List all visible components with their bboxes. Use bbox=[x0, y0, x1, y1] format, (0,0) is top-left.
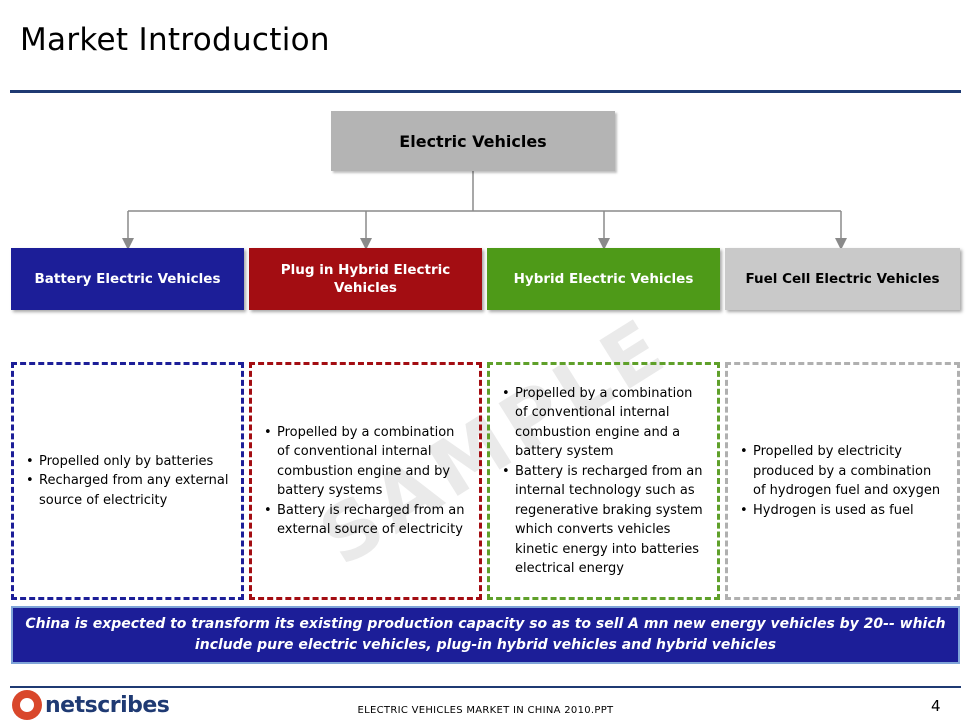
logo-mark-icon bbox=[12, 690, 42, 720]
root-node-electric-vehicles: Electric Vehicles bbox=[331, 111, 615, 171]
summary-banner: China is expected to transform its exist… bbox=[11, 606, 960, 664]
description-hybrid-electric: Propelled by a combination of convention… bbox=[487, 362, 720, 600]
description-battery-electric: Propelled only by batteries Recharged fr… bbox=[11, 362, 244, 600]
bullet-item: Propelled by a combination of convention… bbox=[502, 384, 707, 462]
bullet-item: Hydrogen is used as fuel bbox=[740, 501, 947, 521]
summary-text: China is expected to transform its exist… bbox=[25, 616, 946, 653]
bullet-item: Propelled by electricity produced by a c… bbox=[740, 442, 947, 501]
category-plug-in-hybrid: Plug in Hybrid Electric Vehicles bbox=[249, 248, 482, 310]
bullet-item: Battery is recharged from an internal te… bbox=[502, 462, 707, 579]
bullet-item: Propelled by a combination of convention… bbox=[264, 423, 469, 501]
category-fuel-cell: Fuel Cell Electric Vehicles bbox=[725, 248, 960, 310]
netscribes-logo: netscribes bbox=[12, 690, 170, 720]
slide-title: Market Introduction bbox=[20, 22, 330, 58]
footer-divider bbox=[10, 686, 961, 688]
bullet-item: Propelled only by batteries bbox=[26, 452, 231, 472]
category-hybrid-electric: Hybrid Electric Vehicles bbox=[487, 248, 720, 310]
footer-file-name: ELECTRIC VEHICLES MARKET IN CHINA 2010.P… bbox=[357, 705, 614, 716]
page-number: 4 bbox=[931, 697, 941, 715]
title-divider bbox=[10, 90, 961, 93]
description-plug-in-hybrid: Propelled by a combination of convention… bbox=[249, 362, 482, 600]
bullet-item: Battery is recharged from an external so… bbox=[264, 501, 469, 540]
logo-wordmark: netscribes bbox=[45, 692, 170, 718]
description-fuel-cell: Propelled by electricity produced by a c… bbox=[725, 362, 960, 600]
category-battery-electric: Battery Electric Vehicles bbox=[11, 248, 244, 310]
bullet-item: Recharged from any external source of el… bbox=[26, 471, 231, 510]
